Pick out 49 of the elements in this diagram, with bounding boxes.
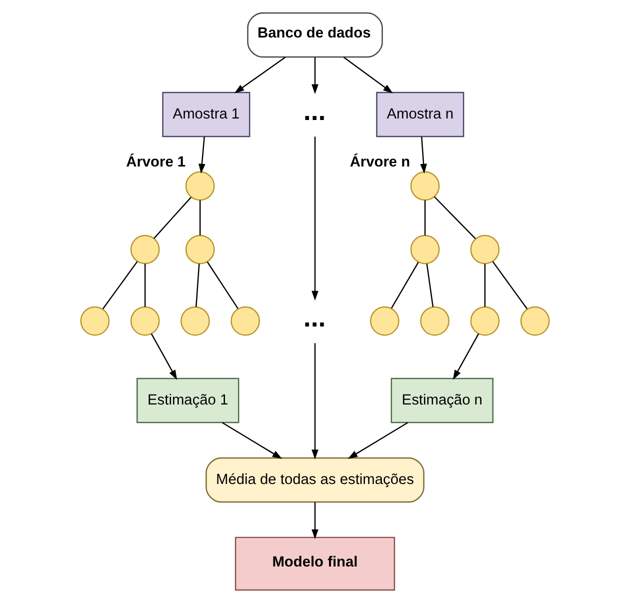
arrow — [312, 502, 318, 540]
connector — [144, 264, 146, 307]
connector — [196, 264, 200, 307]
node-text: ... — [303, 302, 326, 333]
node-box: Amostra n — [376, 92, 464, 138]
node-circle — [470, 306, 500, 336]
node-box: Estimação 1 — [136, 378, 240, 424]
arrow — [150, 333, 178, 380]
arrow — [312, 136, 318, 301]
connector — [424, 200, 426, 236]
connector — [206, 262, 238, 309]
node-circle — [410, 234, 440, 264]
connector — [484, 264, 486, 307]
node-circle — [80, 306, 110, 336]
arrow — [312, 343, 318, 460]
connector — [492, 261, 528, 310]
node-circle — [130, 306, 160, 336]
arrow — [452, 333, 480, 380]
connector — [390, 262, 419, 308]
node-box: Amostra 1 — [162, 92, 250, 138]
node-label: Árvore n — [350, 154, 410, 171]
arrow — [343, 56, 393, 94]
node-box: Estimação n — [390, 378, 494, 424]
node-box: Modelo final — [234, 536, 396, 591]
arrow — [420, 136, 427, 174]
node-circle — [230, 306, 260, 336]
connector — [426, 264, 434, 307]
arrow — [198, 136, 206, 174]
node-circle — [185, 171, 215, 201]
node-circle — [370, 306, 400, 336]
connector — [434, 196, 476, 240]
node-circle — [470, 234, 500, 264]
arrow — [348, 422, 408, 459]
connector — [102, 261, 138, 310]
node-box: Média de todas as estimações — [206, 457, 424, 503]
connector — [199, 200, 201, 236]
node-circle — [130, 234, 160, 264]
arrow — [234, 56, 286, 94]
node-circle — [520, 306, 550, 336]
node-box: Banco de dados — [247, 12, 383, 58]
arrow — [222, 422, 282, 459]
node-circle — [420, 306, 450, 336]
node-text: ... — [303, 96, 326, 126]
node-circle — [410, 171, 440, 201]
connector — [154, 196, 192, 239]
arrow — [312, 57, 318, 94]
node-circle — [185, 234, 215, 264]
node-circle — [180, 306, 210, 336]
node-label: Árvore 1 — [126, 154, 186, 171]
